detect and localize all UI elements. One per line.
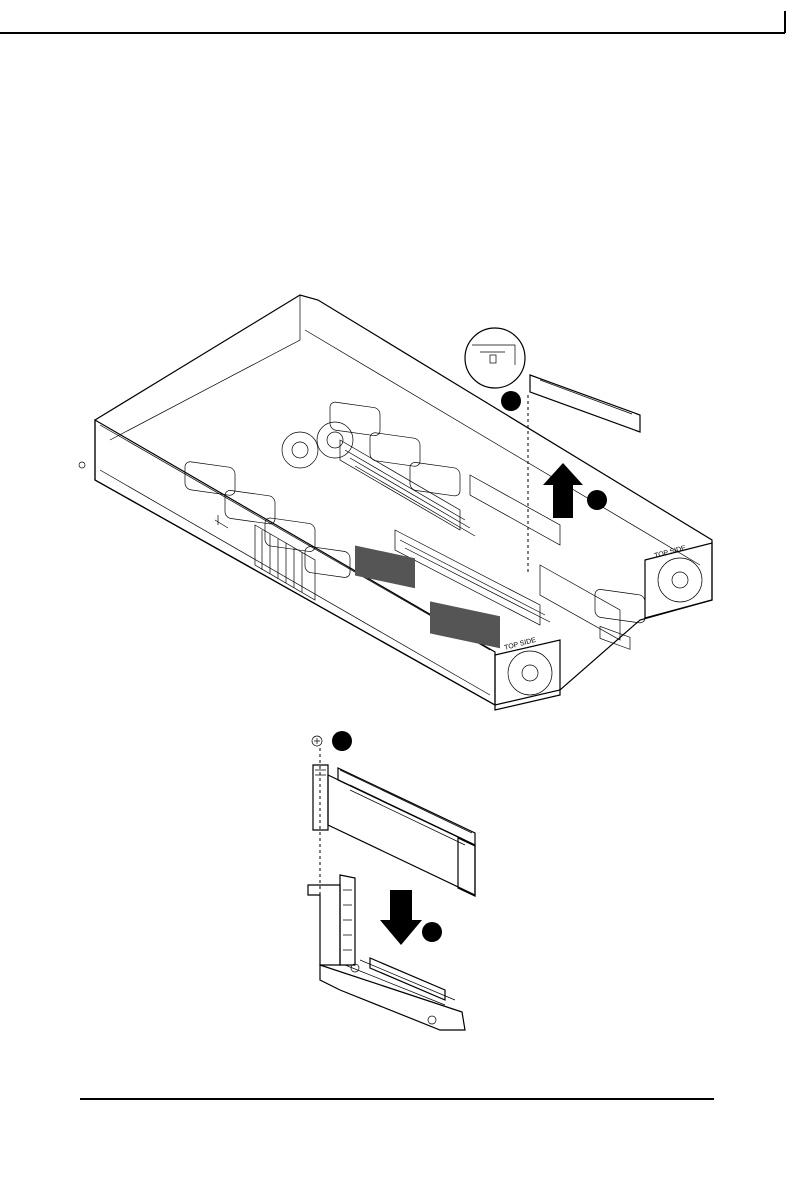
down-arrow-icon: [380, 890, 422, 945]
riser-bracket: [308, 875, 465, 1030]
screw-icon: [312, 736, 322, 746]
server-chassis-figure: TOP SIDE TOP SIDE: [79, 295, 712, 710]
step-badge-2: [587, 490, 607, 510]
psu-fan-right: TOP SIDE: [645, 543, 712, 618]
detail-callout: [465, 328, 525, 388]
step-badge-4: [422, 922, 442, 942]
up-arrow-icon: [543, 463, 583, 518]
riser-bracket-removed: [530, 375, 640, 649]
dimm-banks: [340, 440, 560, 625]
step-badge-3: [332, 731, 352, 751]
footer-rule: [80, 1098, 714, 1100]
psu-fan-label-right: TOP SIDE: [654, 545, 687, 560]
cpu-heatsinks: [355, 545, 500, 648]
riser-card-figure: [308, 731, 475, 1030]
psu-fan-left: TOP SIDE: [495, 637, 560, 710]
step-badge-1: [501, 391, 521, 411]
thumbscrew-icon: [79, 462, 85, 468]
